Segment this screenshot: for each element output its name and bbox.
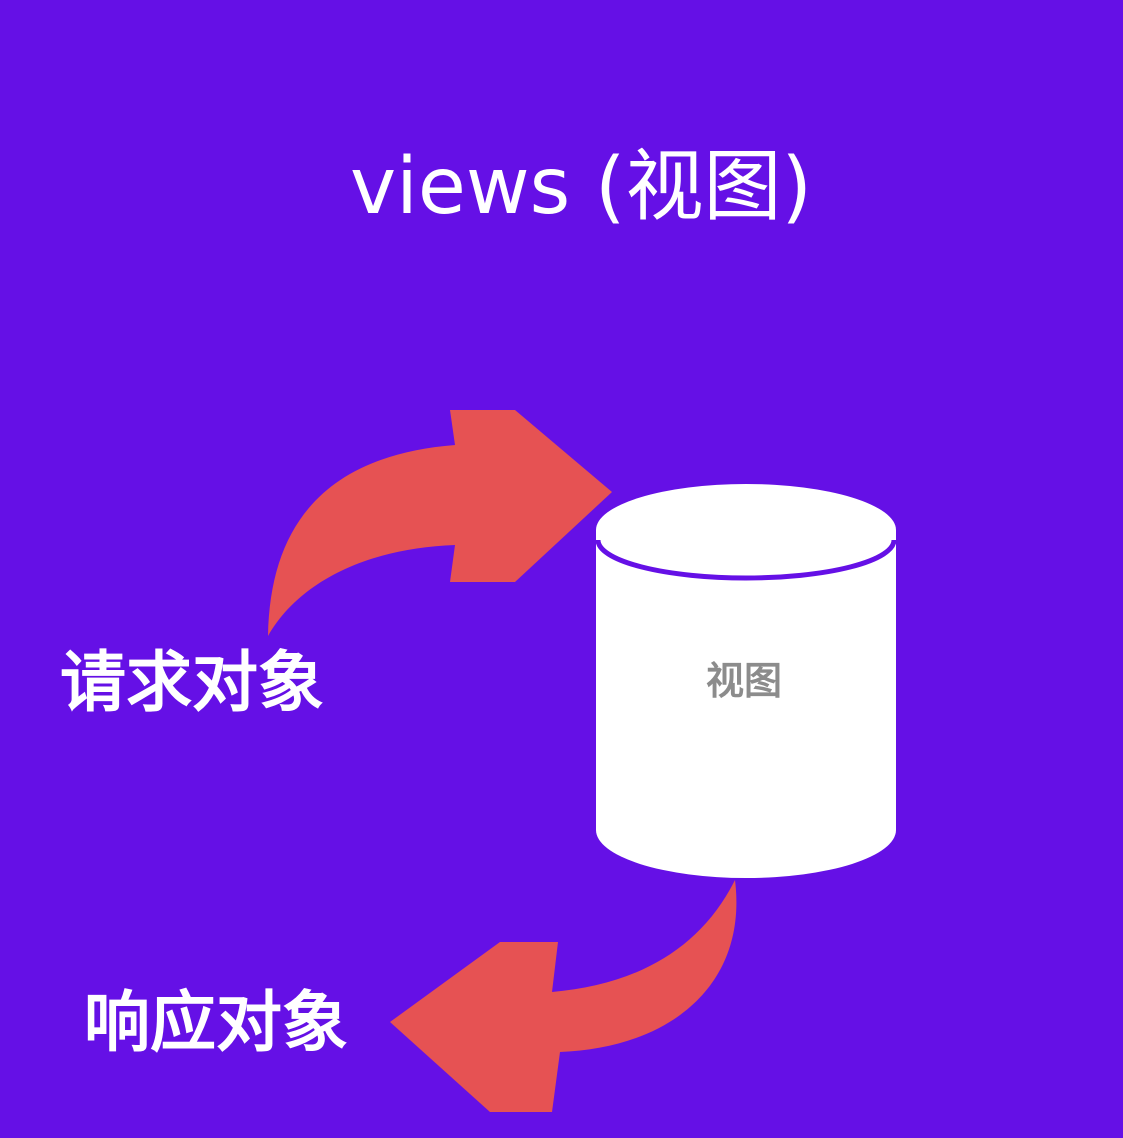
response-arrow bbox=[390, 880, 737, 1112]
response-object-label: 响应对象 bbox=[84, 984, 348, 1061]
view-cylinder bbox=[595, 484, 897, 878]
cylinder-label: 视图 bbox=[706, 659, 783, 703]
page-title: views (视图) bbox=[350, 142, 812, 232]
request-object-label: 请求对象 bbox=[60, 644, 324, 721]
cylinder-top bbox=[596, 484, 896, 576]
cylinder-rim-line bbox=[595, 539, 897, 581]
cylinder-body bbox=[596, 530, 896, 878]
request-arrow bbox=[268, 410, 612, 636]
